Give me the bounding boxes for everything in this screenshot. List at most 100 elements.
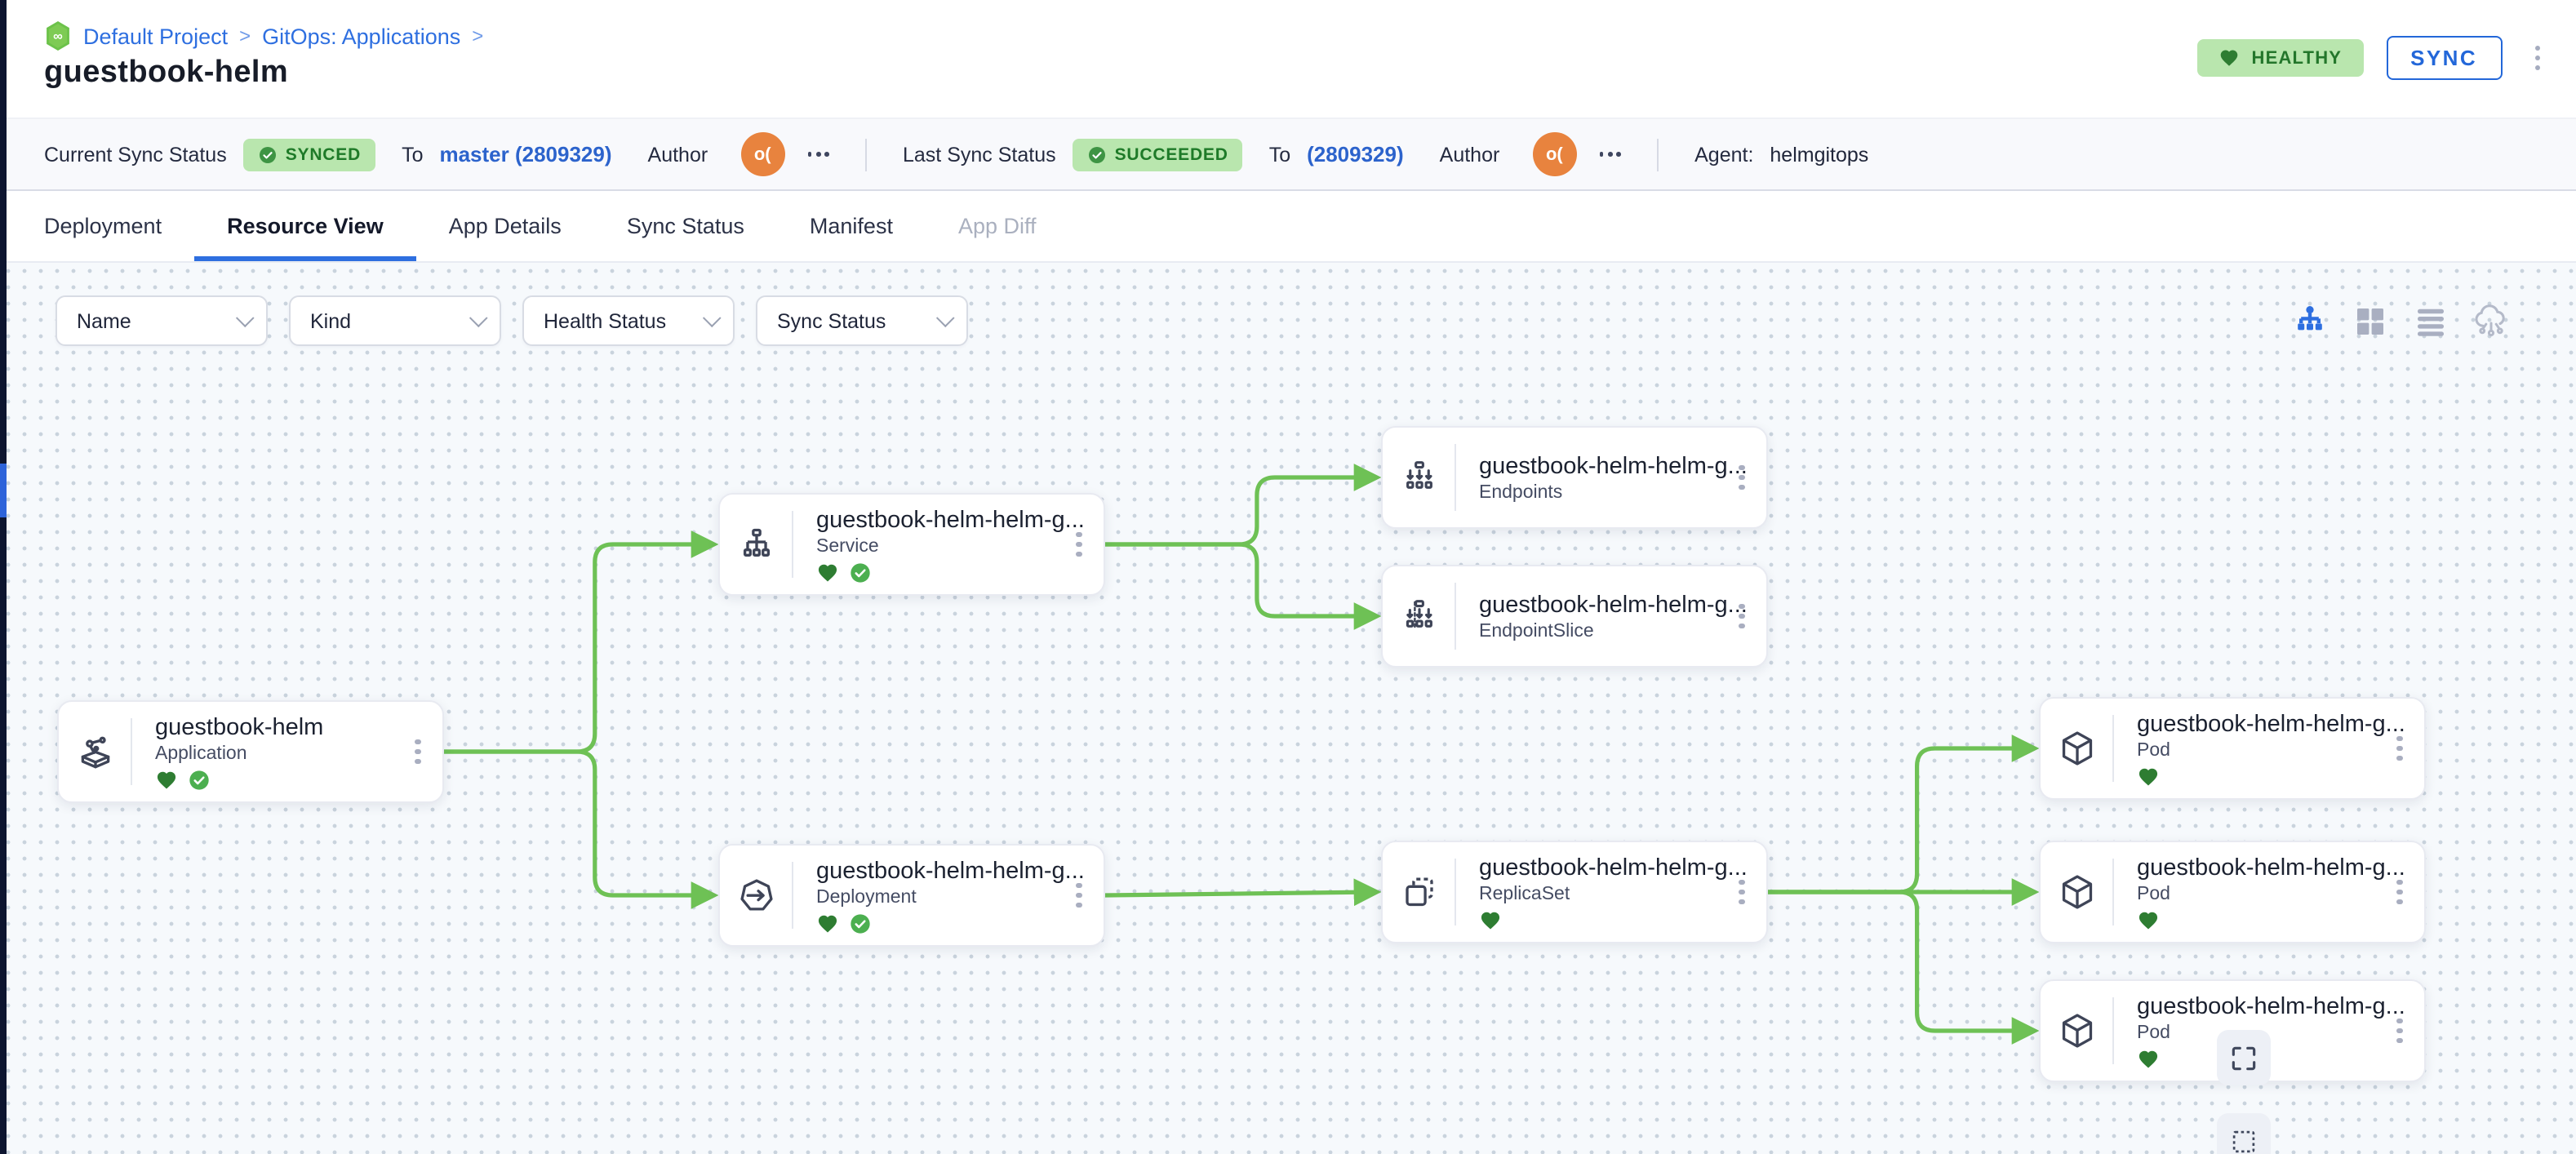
resource-node[interactable]: guestbook-helm-helm-g... Pod — [2039, 697, 2426, 800]
fullscreen-button[interactable] — [2217, 1030, 2271, 1085]
pod-icon — [2041, 699, 2112, 798]
chevron-down-icon — [469, 308, 488, 327]
heart-healthy-icon — [818, 564, 837, 582]
heart-healthy-icon — [2139, 768, 2158, 786]
resource-node[interactable]: guestbook-helm-helm-g... Service — [718, 493, 1105, 596]
svg-text:∞: ∞ — [53, 29, 63, 44]
health-badge-label: HEALTHY — [2251, 48, 2343, 68]
node-menu-button[interactable] — [2389, 1010, 2411, 1052]
sync-status-bar: Current Sync Status SYNCED To master (28… — [0, 118, 2576, 191]
resource-node[interactable]: guestbook-helm-helm-g... Pod — [2039, 841, 2426, 943]
last-sync-status-label: Last Sync Status — [903, 143, 1056, 166]
cloud-tree-view-icon[interactable] — [2472, 302, 2511, 341]
synced-check-icon — [189, 770, 209, 790]
divider — [131, 718, 132, 785]
divider — [865, 138, 867, 171]
tree-view-icon[interactable] — [2290, 302, 2330, 341]
succeeded-badge: SUCCEEDED — [1072, 138, 1243, 171]
tab-sync-status[interactable]: Sync Status — [626, 214, 744, 238]
filter-health-status[interactable]: Health Status — [522, 295, 735, 346]
resource-name: guestbook-helm-helm-g... — [1479, 855, 1748, 881]
synced-badge: SYNCED — [242, 138, 376, 171]
graph-edge — [1103, 464, 1382, 547]
agent-value: helmgitops — [1770, 143, 1869, 166]
graph-edge — [1103, 542, 1382, 630]
app-menu-button[interactable] — [2525, 39, 2550, 78]
resource-kind: Pod — [2137, 741, 2170, 761]
divider — [792, 862, 793, 929]
divider — [2112, 997, 2114, 1064]
node-menu-button[interactable] — [1731, 871, 1753, 913]
author-avatar[interactable]: o( — [1532, 132, 1577, 176]
divider — [2112, 859, 2114, 925]
resource-name: guestbook-helm-helm-g... — [1479, 592, 1748, 618]
resource-status-icons — [2137, 766, 2424, 788]
divider — [1657, 138, 1659, 171]
chevron-down-icon — [235, 308, 255, 327]
node-menu-button[interactable] — [1068, 523, 1090, 566]
resource-name: guestbook-helm-helm-g... — [816, 859, 1085, 885]
dashed-selection-icon — [2232, 1130, 2255, 1152]
collapsed-sidebar[interactable] — [0, 0, 7, 1154]
pod-icon — [2041, 842, 2112, 942]
tab-app-diff: App Diff — [957, 214, 1037, 238]
page-header: ∞ Default Project > GitOps: Applications… — [0, 0, 2576, 118]
last-revision-link[interactable]: (2809329) — [1307, 142, 1404, 166]
resource-kind: Service — [816, 537, 879, 557]
node-menu-button[interactable] — [1731, 456, 1753, 499]
service-icon — [720, 495, 792, 594]
sync-button[interactable]: SYNC — [2386, 36, 2502, 80]
filter-sync-status[interactable]: Sync Status — [756, 295, 968, 346]
current-revision-link[interactable]: master (2809329) — [439, 142, 612, 166]
heart-healthy-icon — [2139, 912, 2158, 930]
breadcrumb-project-link[interactable]: Default Project — [83, 24, 229, 48]
heart-healthy-icon — [157, 771, 176, 789]
health-status-badge: HEALTHY — [2197, 39, 2364, 77]
synced-check-icon — [851, 563, 870, 583]
graph-edge — [1765, 735, 2040, 894]
resource-kind: EndpointSlice — [1479, 621, 1594, 641]
resource-graph-canvas[interactable]: Name Kind Health Status Sync Status — [0, 263, 2576, 1154]
page-title: guestbook-helm — [44, 55, 289, 90]
resource-name: guestbook-helm-helm-g... — [2137, 994, 2405, 1020]
tab-bar: Deployment Resource View App Details Syn… — [0, 191, 2576, 263]
resource-node[interactable]: guestbook-helm-helm-g... Deployment — [718, 844, 1105, 947]
fullscreen-icon — [2232, 1045, 2256, 1070]
node-menu-button[interactable] — [2389, 871, 2411, 913]
node-menu-button[interactable] — [407, 730, 429, 773]
tab-manifest[interactable]: Manifest — [809, 214, 893, 238]
author-avatar[interactable]: o( — [740, 132, 785, 176]
node-menu-button[interactable] — [1731, 595, 1753, 637]
filter-health-status-label: Health Status — [544, 309, 667, 332]
tab-app-details[interactable]: App Details — [448, 214, 562, 238]
tab-resource-view[interactable]: Resource View — [194, 191, 416, 261]
grid-view-icon[interactable] — [2351, 302, 2390, 341]
tab-deployment[interactable]: Deployment — [44, 214, 162, 238]
author-more-button[interactable] — [807, 152, 829, 157]
pod-icon — [2041, 981, 2112, 1081]
heart-healthy-icon — [2139, 1050, 2158, 1068]
deployment-icon — [720, 846, 792, 945]
filter-name[interactable]: Name — [56, 295, 268, 346]
agent-label: Agent: — [1694, 143, 1754, 166]
resource-kind: Endpoints — [1479, 482, 1563, 502]
resource-status-icons — [155, 769, 442, 792]
resource-node[interactable]: guestbook-helm Application — [57, 700, 444, 803]
resource-node[interactable]: guestbook-helm-helm-g... Endpoints — [1381, 426, 1768, 529]
resource-kind: Pod — [2137, 885, 2170, 904]
node-menu-button[interactable] — [2389, 727, 2411, 770]
resource-node[interactable]: guestbook-helm-helm-g... EndpointSlice — [1381, 565, 1768, 668]
resource-kind: ReplicaSet — [1479, 885, 1570, 904]
graph-edge — [442, 530, 719, 754]
resource-status-icons — [1479, 909, 1766, 932]
list-view-icon[interactable] — [2411, 302, 2450, 341]
resource-node[interactable]: guestbook-helm-helm-g... ReplicaSet — [1381, 841, 1768, 943]
node-menu-button[interactable] — [1068, 874, 1090, 917]
author-more-button[interactable] — [1599, 152, 1622, 157]
breadcrumb-section-link[interactable]: GitOps: Applications — [262, 24, 461, 48]
fit-view-button[interactable] — [2217, 1113, 2271, 1154]
filter-kind[interactable]: Kind — [289, 295, 501, 346]
author-label: Author — [647, 143, 708, 166]
resource-name: guestbook-helm-helm-g... — [2137, 712, 2405, 738]
